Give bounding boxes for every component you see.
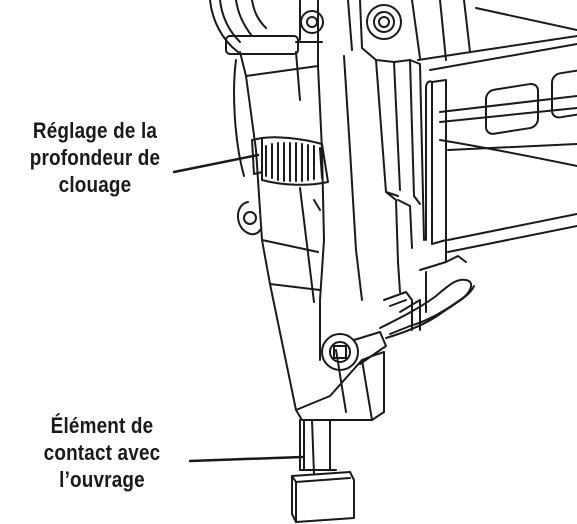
top-bolt-right (367, 5, 401, 39)
nose-housing (234, 42, 424, 420)
label-contact-line-1: Élément de (50, 413, 154, 438)
top-bolt-left (301, 11, 323, 33)
magazine-slot-1 (486, 83, 538, 135)
label-depth-line-2: profondeur de (29, 145, 161, 170)
wire-guard (380, 280, 474, 338)
tool-head (210, 0, 470, 60)
label-contact-line-2: contact avec (43, 440, 161, 465)
magazine-slot-2 (552, 68, 577, 118)
depth-adjust-wheel (252, 137, 328, 185)
label-contact-line-3: l’ouvrage (59, 467, 145, 492)
magazine (418, 8, 577, 312)
contact-element (292, 420, 354, 522)
label-depth-line-3: clouage (58, 172, 132, 197)
nose-bolt (322, 332, 386, 370)
leader-line-depth (174, 155, 258, 172)
label-depth-adjustment: Réglage de la profondeur de clouage (13, 117, 176, 198)
label-depth-line-1: Réglage de la (32, 118, 158, 143)
side-knob (238, 202, 260, 234)
label-contact-element: Élément de contact avec l’ouvrage (28, 412, 176, 493)
leader-line-contact (190, 457, 302, 461)
